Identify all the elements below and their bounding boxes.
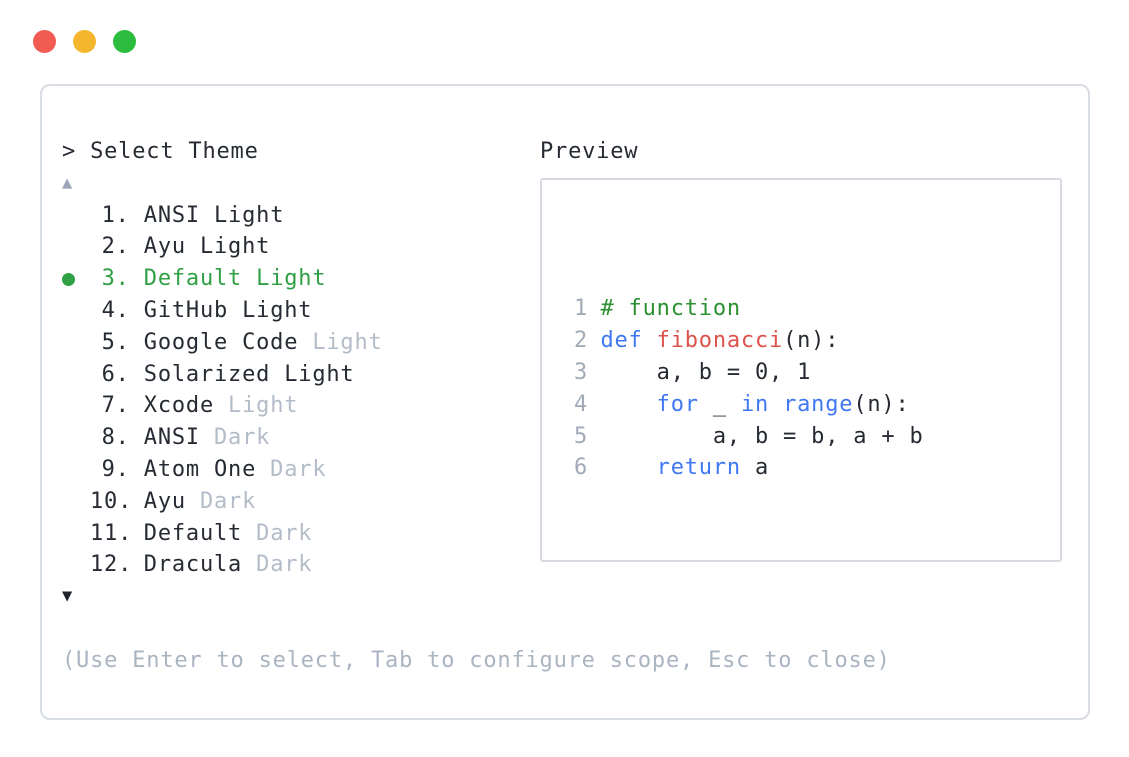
theme-option-number: 2. [101,234,130,260]
theme-option-number: 4. [101,297,130,323]
line-number: 2 [574,328,589,354]
theme-option-6[interactable]: 6. Solarized Light [62,359,891,391]
theme-option-name: Ayu [129,234,186,260]
selected-dot-icon [62,272,90,286]
theme-option-number: 3. [101,266,130,292]
line-number: 6 [574,455,589,481]
code-line-4: 4 for _ in range(n): [574,389,1060,421]
code-line-3: 3 a, b = 0, 1 [574,357,1060,389]
theme-option-variant: Light [185,234,271,260]
window-controls [33,30,136,53]
theme-option-variant: Dark [199,425,271,451]
theme-option-name: Google Code [129,329,299,355]
theme-option-variant: Light [199,202,285,228]
theme-option-name: ANSI [129,425,200,451]
line-number: 4 [574,391,589,417]
theme-option-variant: Light [228,297,313,323]
theme-option-variant: Light [214,393,299,419]
theme-option-name: Default [129,520,243,546]
preview-label: Preview [540,139,639,164]
theme-option-name: Atom One [129,456,257,482]
code-line-5: 5 a, b = b, a + b [574,421,1060,453]
page-title: > Select Theme [62,139,259,164]
theme-option-9[interactable]: 9. Atom One Dark [62,454,891,486]
maximize-button[interactable] [113,30,136,53]
theme-option-number: 11. [90,520,133,546]
theme-option-name: GitHub [129,297,229,323]
theme-option-number: 9. [101,456,130,482]
theme-option-variant: Light [242,266,327,292]
theme-option-name: Solarized [129,361,271,387]
theme-option-name: Ayu [129,488,186,514]
theme-option-number: 7. [101,393,130,419]
help-text: (Use Enter to select, Tab to configure s… [62,647,891,673]
theme-option-number: 6. [101,361,130,387]
theme-option-2[interactable]: 2. Ayu Light [62,231,891,263]
minimize-button[interactable] [73,30,96,53]
theme-option-8[interactable]: 8. ANSI Dark [62,422,891,454]
line-number: 5 [574,423,589,449]
theme-option-variant: Dark [256,456,327,482]
theme-option-1[interactable]: 1. ANSI Light [62,200,891,232]
theme-option-variant: Light [270,361,355,387]
scroll-up-icon[interactable]: ▲ [62,172,74,193]
code-line-1: 1# function [574,293,1060,325]
theme-option-7[interactable]: 7. Xcode Light [62,390,891,422]
theme-option-number: 10. [90,488,133,514]
theme-option-name: Xcode [129,393,215,419]
theme-option-10[interactable]: 10. Ayu Dark [62,486,891,518]
theme-option-5[interactable]: 5. Google Code Light [62,327,891,359]
theme-option-name: Default [129,266,243,292]
theme-option-name: ANSI [129,202,200,228]
line-number: 3 [574,359,589,385]
theme-option-number: 5. [101,329,130,355]
theme-option-4[interactable]: 4. GitHub Light [62,295,891,327]
theme-option-variant: Dark [185,488,257,514]
theme-option-11[interactable]: 11. Default Dark [62,518,891,550]
theme-option-variant: Light [298,329,383,355]
theme-option-number: 12. [90,552,133,578]
theme-option-variant: Dark [242,520,313,546]
theme-option-number: 8. [101,425,130,451]
theme-option-12[interactable]: 12. Dracula Dark [62,549,891,581]
theme-option-3[interactable]: 3. Default Light [62,263,891,295]
line-number: 1 [574,296,589,322]
scroll-down-icon[interactable]: ▼ [62,586,74,607]
close-button[interactable] [33,30,56,53]
code-line-6: 6 return a [574,452,1060,484]
theme-option-name: Dracula [129,552,243,578]
theme-option-variant: Dark [242,552,313,578]
theme-option-number: 1. [101,202,130,228]
